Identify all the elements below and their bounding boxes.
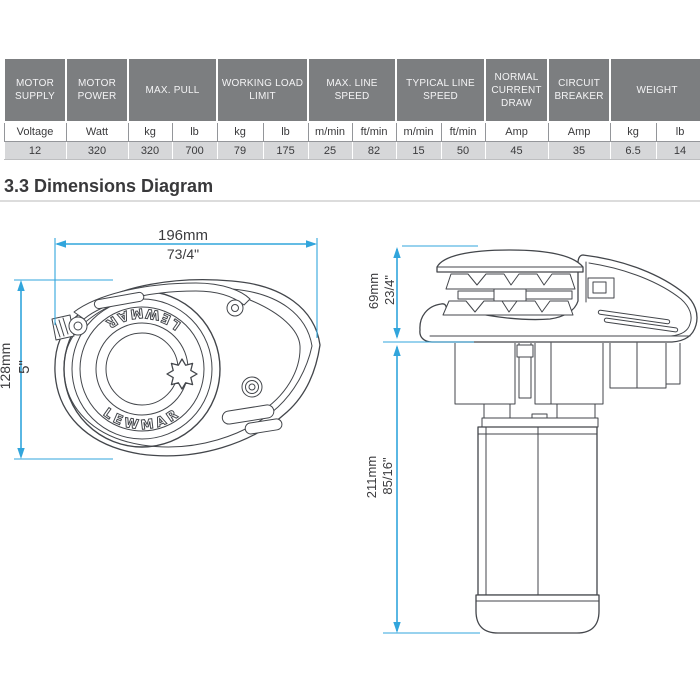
- value-cell: 320: [127, 141, 173, 160]
- top-view-dimensions: 196mm 73/4" 128mm 5": [0, 227, 318, 460]
- unit-cell: Voltage: [3, 121, 67, 142]
- unit-cell: kg: [609, 121, 657, 142]
- col-group-circuit-breaker: CIRCUIT BREAKER: [547, 57, 612, 123]
- tail-slot: [221, 404, 275, 425]
- dim-height-in-label: 5": [16, 360, 33, 374]
- value-cell: 175: [262, 141, 309, 160]
- col-group-weight: WEIGHT: [609, 57, 700, 123]
- value-cell: 35: [547, 141, 611, 160]
- motor-end-cap: [475, 594, 600, 634]
- value-cell: 6.5: [609, 141, 657, 160]
- unit-cell: ft/min: [351, 121, 397, 142]
- col-group-max-pull: MAX. PULL: [126, 57, 219, 123]
- top-cap: [436, 249, 584, 273]
- gypsy-chainwheel: [442, 273, 576, 316]
- value-cell: 82: [351, 141, 397, 160]
- dim-width-in-label: 73/4": [167, 246, 199, 262]
- unit-cell: m/min: [307, 121, 353, 142]
- gearbox-assembly: [454, 342, 681, 428]
- cowl-vent-slot: [597, 309, 671, 325]
- tail-slot: [244, 418, 283, 435]
- col-group-motor-supply: MOTOR SUPPLY: [3, 57, 67, 123]
- unit-cell: Watt: [65, 121, 129, 142]
- unit-cell: kg: [127, 121, 173, 142]
- table-values-row: 12 320 320 700 79 175 25 82 15 50 45 35 …: [3, 141, 700, 160]
- value-cell: 14: [655, 141, 700, 160]
- col-group-max-line-speed: MAX. LINE SPEED: [307, 57, 398, 123]
- windlass-side-view-drawing: [419, 249, 698, 634]
- star-hub-icon: [166, 358, 198, 390]
- unit-cell: ft/min: [440, 121, 486, 142]
- col-group-working-load-limit: WORKING LOAD LIMIT: [216, 57, 310, 123]
- unit-cell: kg: [216, 121, 264, 142]
- value-cell: 79: [216, 141, 264, 160]
- motor-cylinder: [475, 426, 600, 634]
- chain-stripper-bracket: [51, 314, 88, 341]
- tail-inner-curve: [249, 299, 301, 414]
- dim-below-deck-in-label: 85/16": [380, 457, 395, 495]
- deck-unit-outline: [419, 254, 698, 343]
- section-heading: 3.3 Dimensions Diagram: [4, 176, 214, 196]
- value-cell: 45: [484, 141, 549, 160]
- value-cell: 15: [395, 141, 442, 160]
- value-cell: 320: [65, 141, 129, 160]
- value-cell: 700: [171, 141, 218, 160]
- value-cell: 25: [307, 141, 353, 160]
- dim-below-deck-mm-label: 211mm: [364, 456, 379, 498]
- dim-width-mm-label: 196mm: [158, 227, 208, 244]
- side-view-dimensions: 69mm 23/4" 211mm 85/16": [364, 245, 480, 634]
- value-cell: 12: [3, 141, 67, 160]
- unit-cell: lb: [262, 121, 309, 142]
- col-group-normal-current-draw: NORMAL CURRENT DRAW: [484, 57, 550, 123]
- bolt: [226, 299, 244, 317]
- dim-height-mm-label: 128mm: [0, 343, 13, 390]
- col-group-motor-power: MOTOR POWER: [65, 57, 129, 123]
- specifications-table: MOTOR SUPPLY MOTOR POWER MAX. PULL WORKI…: [3, 57, 700, 160]
- dim-above-deck-in-label: 23/4": [382, 275, 397, 305]
- unit-cell: lb: [655, 121, 700, 142]
- arm-slot: [93, 291, 145, 310]
- heading-divider: [0, 200, 700, 202]
- value-cell: 50: [440, 141, 486, 160]
- bolt: [241, 376, 263, 398]
- table-header-row: MOTOR SUPPLY MOTOR POWER MAX. PULL WORKI…: [3, 57, 700, 123]
- dim-above-deck-mm-label: 69mm: [366, 273, 381, 309]
- windlass-top-view-drawing: LEWMAR LEWMAR: [51, 279, 321, 457]
- terminal-box: [585, 261, 615, 303]
- cowl-inner-line: [588, 262, 692, 337]
- cowl-vent-slot: [603, 317, 679, 333]
- col-group-typical-line-speed: TYPICAL LINE SPEED: [395, 57, 487, 123]
- unit-cell: lb: [171, 121, 218, 142]
